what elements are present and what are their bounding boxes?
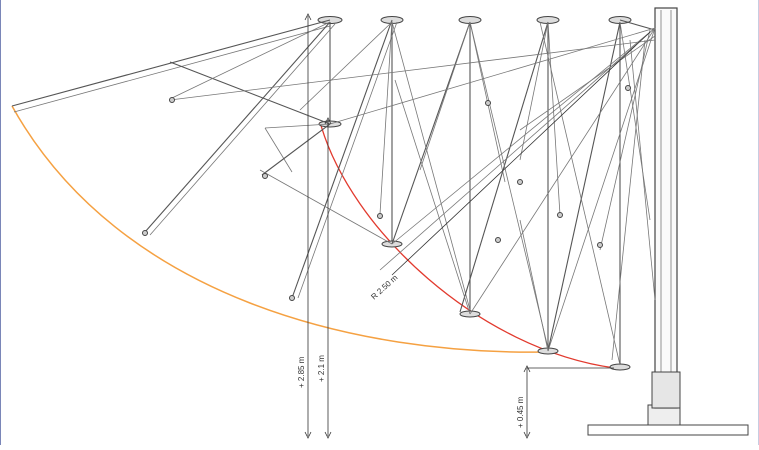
- height-dimension-inner: + 2.1 m: [317, 117, 332, 439]
- height-outer-label: + 2.85 m: [297, 356, 306, 388]
- inner-swing-arc: [319, 121, 616, 369]
- position-poles: [329, 22, 621, 368]
- mast-motor: [651, 371, 681, 409]
- height-dimension-outer: + 2.85 m: [297, 13, 312, 439]
- radius-label: R 2.50 m: [369, 273, 399, 302]
- hub-tops: [317, 16, 632, 24]
- height-inner-label: + 2.1 m: [317, 355, 326, 382]
- radius-dimension: R 2.50 m: [369, 31, 651, 302]
- mast: [654, 7, 678, 409]
- outer-swing-arc: [11, 105, 546, 353]
- base-plate: [587, 424, 749, 436]
- rib-end-knobs: [142, 85, 631, 301]
- ribs-position-4: [519, 21, 621, 366]
- base-height-label: + 0.45 m: [516, 396, 525, 428]
- ribs-position-2: [259, 19, 471, 311]
- base-height-dimension: + 0.45 m: [516, 365, 614, 439]
- mast-bracing: [169, 27, 656, 352]
- ribs-position-1: [11, 19, 336, 236]
